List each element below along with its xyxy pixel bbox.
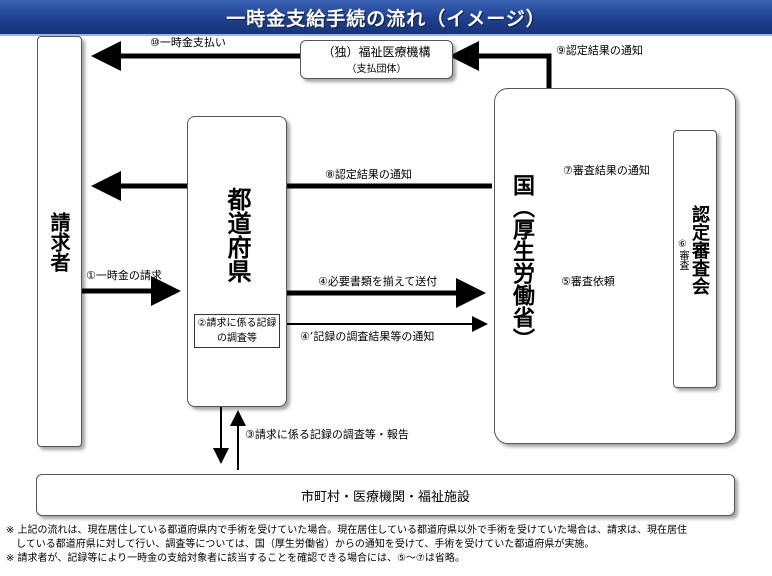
council-sub-label: ⑥審査 — [677, 239, 688, 270]
wam-sub: （支払団体） — [346, 64, 407, 75]
claimant-box: 請求者 — [37, 36, 82, 447]
council-label: 認定審査会 — [689, 205, 710, 295]
footnote-2: している都道府県に対して行い、調査等については、国（厚生労働省）からの通知を受け… — [6, 539, 595, 550]
label-step4: ④必要書類を揃えて送付 — [318, 275, 438, 288]
council-box: 認定審査会 ⑥審査 — [673, 130, 717, 388]
municipal-box: 市町村・医療機関・福祉施設 — [36, 474, 735, 516]
prefecture-sub-label: ②請求に係る記録の調査等 — [197, 318, 277, 344]
label-step7: ⑦審査結果の通知 — [563, 164, 650, 177]
label-step9: ⑨認定結果の通知 — [556, 44, 643, 57]
page-title: 一時金支給手続の流れ（イメージ） — [226, 7, 546, 30]
label-step5: ⑤審査依頼 — [561, 275, 615, 288]
label-step8: ⑧認定結果の通知 — [325, 168, 412, 181]
label-step1: ①一時金の請求 — [86, 269, 162, 282]
footnote-1: ※ 上記の流れは、現在居住している都道府県内で手術を受けていた場合。現在居住して… — [6, 525, 687, 536]
title-bar: 一時金支給手続の流れ（イメージ） — [0, 0, 772, 36]
arrow-step9 — [449, 41, 552, 88]
mhlw-label: 国（厚生労働省） — [509, 174, 534, 350]
footnote-3: ※ 請求者が、記録等により一時金の支給対象者に該当することを確認できる場合には、… — [6, 553, 465, 564]
municipal-label: 市町村・医療機関・福祉施設 — [300, 489, 470, 505]
prefecture-box: 都道府県 ②請求に係る記録の調査等 — [187, 116, 287, 407]
label-step10: ⑩一時金支払い — [150, 36, 226, 49]
prefecture-sub-box: ②請求に係る記録の調査等 — [194, 314, 280, 348]
label-step4b: ④’記録の調査結果等の通知 — [300, 330, 435, 343]
wam-name: （独）福祉医療機構 — [322, 45, 431, 59]
wam-box: （独）福祉医療機構 （支払団体） — [300, 40, 453, 79]
label-step3: ③請求に係る記録の調査等・報告 — [245, 428, 409, 441]
claimant-label: 請求者 — [47, 211, 71, 272]
prefecture-label: 都道府県 — [223, 187, 251, 283]
